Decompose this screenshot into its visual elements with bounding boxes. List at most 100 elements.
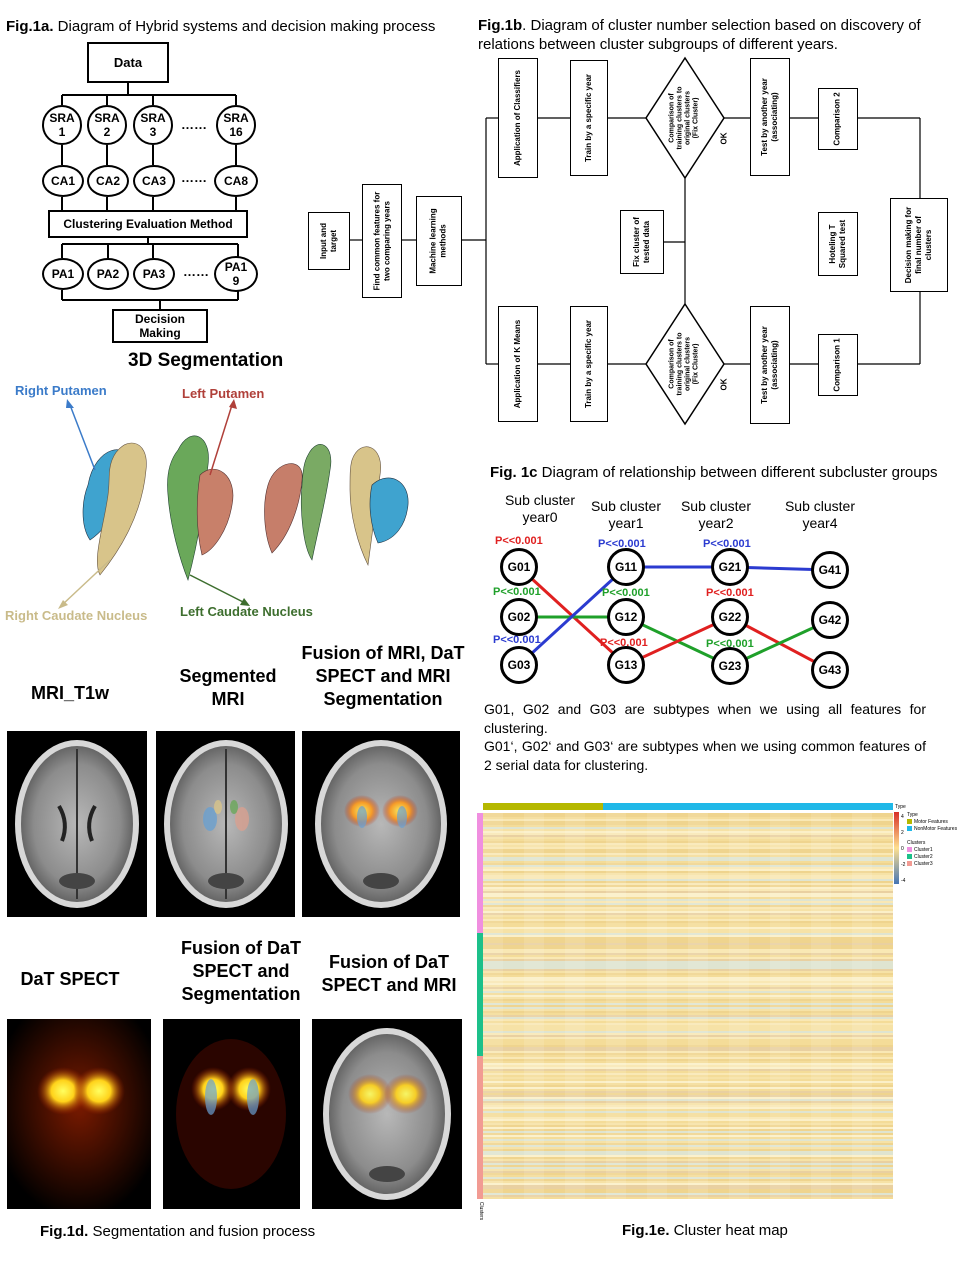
heatmap-row [483, 1097, 893, 1099]
heatmap-row [483, 965, 893, 967]
heatmap-row [483, 947, 893, 949]
heatmap-row [483, 871, 893, 873]
heatmap-row [483, 931, 893, 933]
left-putamen-label: Left Putamen [182, 386, 265, 401]
heatmap-row [483, 1059, 893, 1061]
pa-node: PA2 [87, 258, 129, 290]
pvalue-label: P<<0.001 [706, 587, 754, 599]
heatmap-row [483, 889, 893, 891]
heatmap-row [483, 853, 893, 855]
pa-node: PA1 9 [214, 256, 258, 292]
heatmap-row [483, 939, 893, 941]
heatmap-row [483, 877, 893, 879]
ca-node: CA1 [42, 165, 84, 197]
heatmap-row [483, 943, 893, 945]
ellipsis: …… [181, 170, 207, 185]
fig1c-caption: Fig. 1c Diagram of relationship between … [490, 464, 937, 481]
heatmap-row [483, 831, 893, 833]
heatmap-row [483, 1045, 893, 1047]
node-g43: G43 [811, 651, 849, 689]
heatmap-row [483, 859, 893, 861]
heatmap-row [483, 823, 893, 825]
heatmap-row [483, 835, 893, 837]
heatmap-column-band [770, 813, 790, 1199]
heatmap-side-label: Clusters [478, 1201, 485, 1221]
heatmap-column-band [852, 813, 872, 1199]
data-box: Data [87, 42, 169, 83]
heatmap-row [483, 1175, 893, 1177]
right-caudate-shape [97, 442, 147, 576]
header-year4: Sub cluster year4 [784, 498, 856, 531]
heatmap-row [483, 979, 893, 981]
heatmap-row [483, 945, 893, 947]
heatmap-row [483, 1041, 893, 1043]
heatmap-row [483, 1049, 893, 1051]
decision-diamond-top [645, 56, 725, 180]
heatmap-row [483, 843, 893, 845]
heatmap-row [483, 949, 893, 951]
heatmap-row [483, 981, 893, 983]
heatmap-row [483, 1181, 893, 1183]
ml-methods-box: Machine learning methods [416, 196, 462, 286]
heatmap-row [483, 1139, 893, 1141]
heatmap-row [483, 957, 893, 959]
label-fusion-dat-seg: Fusion of DaT SPECT and Segmentation [181, 938, 301, 1004]
legend-swatch-c2 [907, 854, 912, 859]
heatmap-row [483, 1161, 893, 1163]
heatmap-row [483, 1029, 893, 1031]
heatmap-row [483, 1031, 893, 1033]
heatmap-row [483, 1007, 893, 1009]
heatmap-row [483, 847, 893, 849]
fig1c-note: G01, G02 and G03 are subtypes when we us… [484, 701, 926, 773]
heatmap-row [483, 1129, 893, 1131]
heatmap-row [483, 967, 893, 969]
heatmap-row [483, 971, 893, 973]
heatmap-row [483, 1131, 893, 1133]
legend-tick: -4 [901, 878, 906, 884]
heatmap-row [483, 851, 893, 853]
legend-swatch-motor [907, 819, 912, 824]
legend-cluster3: Cluster3 [914, 861, 933, 867]
heatmap-row [483, 993, 893, 995]
label-segmented-mri: Segmented MRI [179, 666, 277, 709]
fig1c-edges [517, 565, 831, 672]
heatmap-row [483, 855, 893, 857]
heatmap-row [483, 1153, 893, 1155]
heatmap-row [483, 1067, 893, 1069]
heatmap-row [483, 1019, 893, 1021]
fig1e-caption-bold: Fig.1e. [622, 1222, 670, 1239]
comparison2-box: Comparison 2 [818, 88, 858, 150]
node-g11: G11 [607, 548, 645, 586]
heatmap-row [483, 825, 893, 827]
fig1b-caption-bold: Fig.1b [478, 17, 523, 34]
heatmap-row [483, 1151, 893, 1153]
heatmap-row [483, 1137, 893, 1139]
pa-node: PA1 [42, 258, 84, 290]
node-g03: G03 [500, 646, 538, 684]
heatmap-row [483, 1071, 893, 1073]
heatmap-row [483, 903, 893, 905]
sra-node: SRA 2 [87, 105, 127, 145]
heatmap-row [483, 1113, 893, 1115]
heatmap-row [483, 1053, 893, 1055]
heatmap-row [483, 917, 893, 919]
heatmap-row [483, 1109, 893, 1111]
ellipsis: …… [181, 117, 207, 132]
sra-node: SRA 16 [216, 105, 256, 145]
legend-swatch-c3 [907, 861, 912, 866]
heatmap-row [483, 1145, 893, 1147]
heatmap-row [483, 813, 893, 815]
left-putamen-shape [196, 468, 234, 556]
heatmap-row [483, 985, 893, 987]
heatmap-legend: Type Type Motor Features NonMotor Featur… [894, 804, 958, 914]
node-g41: G41 [811, 551, 849, 589]
heatmap-column-band [565, 813, 585, 1199]
right-caudate-shape-2 [349, 446, 381, 567]
heatmap-row [483, 885, 893, 887]
fusion-dat-mri-image [312, 1019, 462, 1209]
node-g01: G01 [500, 548, 538, 586]
heatmap-column-band [524, 813, 544, 1199]
heatmap-row [483, 1013, 893, 1015]
heatmap-row [483, 1125, 893, 1127]
heatmap-row [483, 907, 893, 909]
